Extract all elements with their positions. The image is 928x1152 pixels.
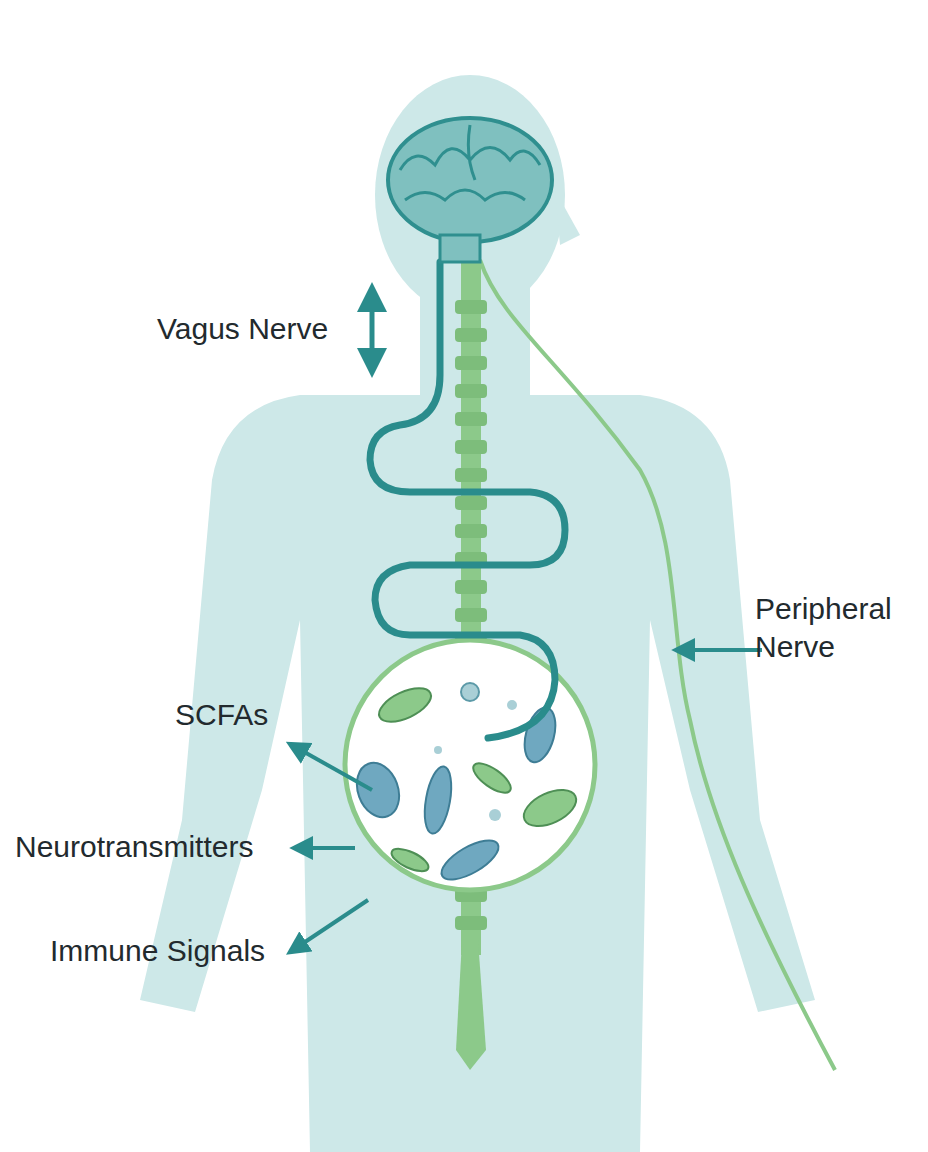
leader-arrow: [290, 744, 372, 790]
vertebra: [455, 412, 487, 426]
vertebra: [455, 580, 487, 594]
callout-label: Immune Signals: [50, 932, 265, 970]
vertebra: [455, 524, 487, 538]
callout-label: SCFAs: [175, 696, 268, 734]
callout-label: Neurotransmitters: [15, 828, 253, 866]
intestine-tube: [456, 940, 486, 1070]
vertebra: [455, 440, 487, 454]
vertebra: [455, 468, 487, 482]
vertebra: [455, 384, 487, 398]
body-silhouette: [140, 75, 815, 1152]
vertebra: [455, 608, 487, 622]
leader-arrow: [294, 846, 355, 850]
vertebra: [455, 328, 487, 342]
brain: [388, 118, 552, 262]
leader-arrow: [676, 648, 762, 652]
vertebra: [455, 496, 487, 510]
vertebra: [455, 356, 487, 370]
bidirectional-arrow: [370, 288, 375, 372]
vagus-nerve-line: [370, 262, 565, 738]
vertebra: [455, 300, 487, 314]
leader-arrow: [290, 900, 368, 952]
vertebra: [455, 916, 487, 930]
callout-label: Vagus Nerve: [157, 310, 328, 348]
callout-label: Peripheral Nerve: [755, 590, 920, 665]
